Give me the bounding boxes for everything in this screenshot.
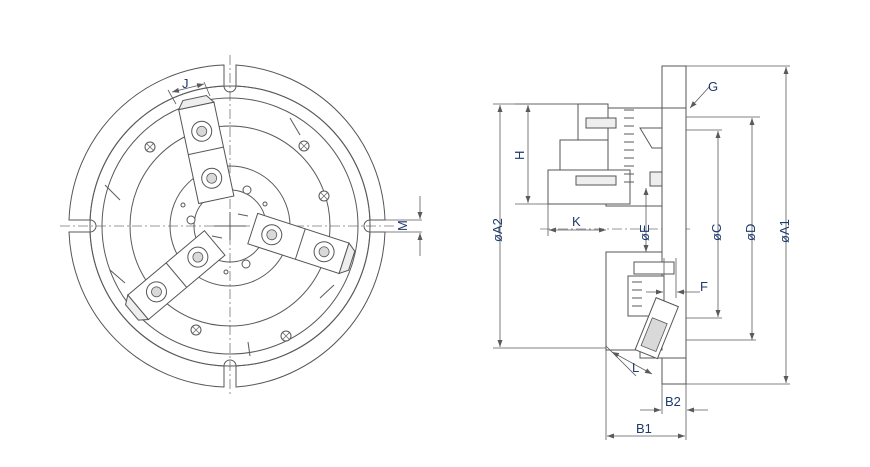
- top-slot: [223, 65, 237, 93]
- dim-D: øD: [686, 118, 758, 341]
- label-H: H: [512, 151, 527, 160]
- label-K: K: [572, 214, 581, 229]
- front-view: J M: [60, 55, 423, 395]
- lower-jaw: [627, 261, 680, 360]
- center-mark: [214, 212, 246, 240]
- dim-J: J: [167, 76, 211, 105]
- dim-B1: B1: [605, 350, 687, 440]
- ring-segments: [104, 117, 335, 357]
- label-A1: øA1: [777, 219, 792, 243]
- left-slot: [69, 219, 97, 233]
- right-slot: [363, 219, 385, 233]
- label-A2: øA2: [490, 218, 505, 242]
- bottom-slot: [223, 359, 237, 387]
- dim-A2: øA2: [490, 103, 606, 349]
- label-B1: B1: [636, 421, 652, 436]
- mid-ring: [101, 97, 359, 355]
- dim-K: K: [547, 204, 606, 236]
- side-view: G H K øA2 øE: [490, 65, 792, 440]
- dim-A1: øA1: [686, 65, 792, 385]
- dim-C: øC: [686, 129, 724, 319]
- inner-ring: [129, 125, 331, 327]
- dim-G: G: [686, 79, 760, 118]
- jaw-top: [177, 94, 235, 205]
- jaw-bottom-left: [125, 230, 226, 321]
- mounting-bolts: [144, 140, 330, 342]
- dim-L: L: [605, 345, 653, 377]
- jaw-right: [247, 212, 356, 275]
- label-G: G: [708, 79, 718, 94]
- label-E: øE: [637, 224, 652, 241]
- center-ticks: [211, 213, 249, 239]
- label-D: øD: [743, 224, 758, 241]
- label-C: øC: [709, 224, 724, 241]
- body-ring: [89, 85, 371, 367]
- label-F: F: [700, 279, 708, 294]
- dim-M: M: [385, 196, 423, 256]
- label-J: J: [182, 76, 189, 91]
- upper-jaw: [547, 103, 663, 205]
- dim-E: øE: [637, 188, 652, 252]
- label-B2: B2: [665, 394, 681, 409]
- flange-edges: [662, 107, 686, 359]
- dim-F: F: [646, 258, 708, 298]
- dim-B2: B2: [640, 384, 708, 414]
- label-L: L: [632, 360, 639, 375]
- outer-body-q2: [235, 64, 386, 221]
- jaw-teeth: [624, 109, 634, 183]
- label-M: M: [395, 220, 410, 231]
